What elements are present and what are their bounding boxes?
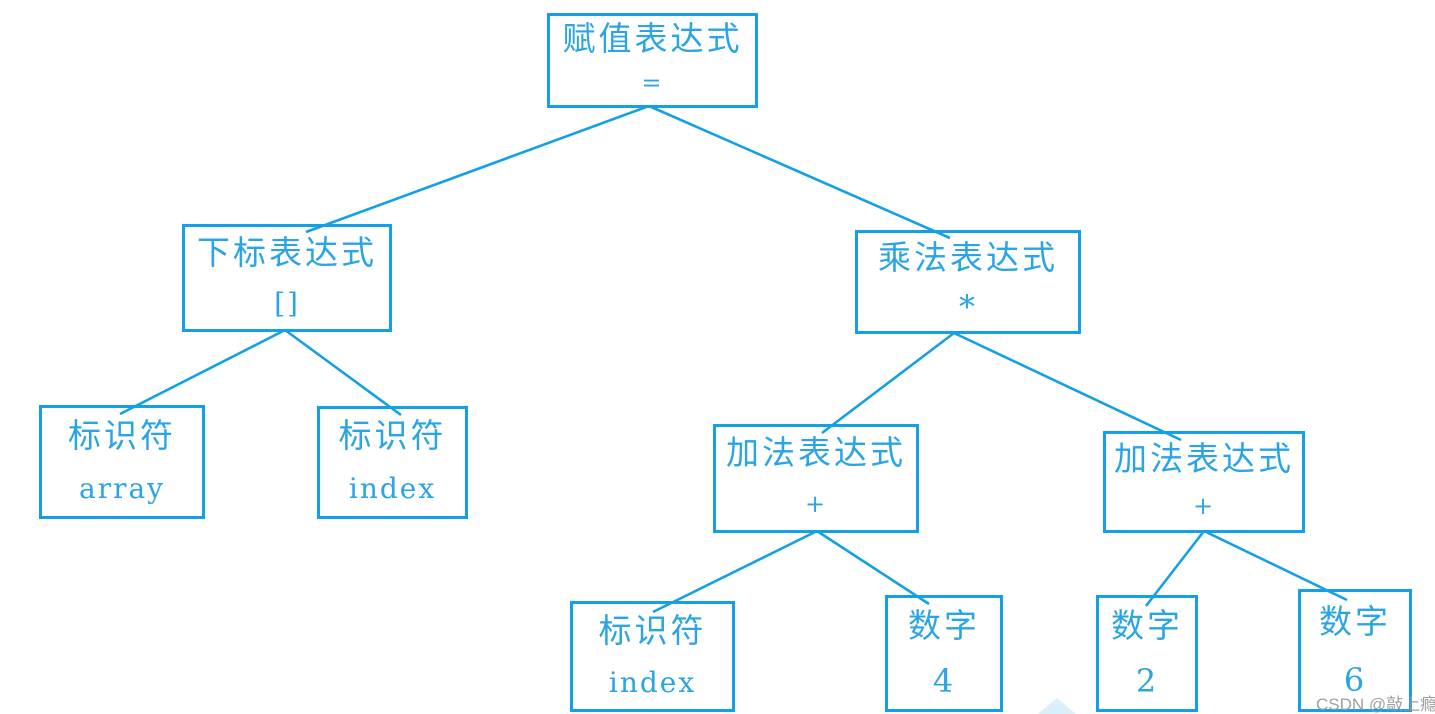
node-identifier-array: 标识符 array bbox=[39, 405, 205, 519]
node-number-4: 数字 4 bbox=[885, 595, 1003, 712]
node-label: 标识符 bbox=[68, 415, 176, 455]
node-symbol: = bbox=[641, 68, 664, 97]
node-label: 赋值表达式 bbox=[562, 18, 743, 58]
node-add-expr-left: 加法表达式 + bbox=[713, 424, 919, 533]
node-symbol: 6 bbox=[1343, 660, 1367, 699]
watermark-logo-triangle bbox=[1038, 698, 1076, 714]
node-label: 加法表达式 bbox=[726, 433, 906, 473]
node-label: 数字 bbox=[1319, 601, 1391, 641]
node-label: 标识符 bbox=[338, 416, 447, 456]
node-identifier-index: 标识符 index bbox=[317, 406, 468, 519]
node-symbol: index bbox=[348, 472, 437, 506]
node-symbol: array bbox=[79, 472, 165, 505]
node-label: 标识符 bbox=[598, 610, 707, 650]
node-symbol: [] bbox=[274, 286, 300, 320]
node-symbol: index bbox=[608, 665, 697, 699]
node-label: 乘法表达式 bbox=[878, 238, 1058, 277]
node-assignment-expr: 赋值表达式 = bbox=[547, 13, 758, 108]
node-symbol: 2 bbox=[1135, 662, 1159, 701]
edge-addleft-index2 bbox=[652, 529, 818, 614]
node-label: 数字 bbox=[908, 606, 980, 646]
node-identifier-index-2: 标识符 index bbox=[570, 601, 735, 712]
node-symbol: + bbox=[1192, 492, 1216, 520]
node-number-6: 数字 6 bbox=[1298, 589, 1412, 712]
node-symbol: 4 bbox=[932, 662, 956, 701]
edge-root-subscript bbox=[305, 104, 650, 234]
node-add-expr-right: 加法表达式 + bbox=[1103, 431, 1305, 533]
edge-multiply-addright bbox=[953, 331, 1182, 442]
edge-subscript-index bbox=[284, 328, 402, 417]
node-multiply-expr: 乘法表达式 * bbox=[855, 230, 1081, 334]
node-number-2: 数字 2 bbox=[1096, 595, 1198, 712]
edge-addleft-num4 bbox=[816, 529, 930, 606]
node-label: 数字 bbox=[1111, 606, 1183, 646]
edge-root-multiply bbox=[648, 104, 951, 240]
node-symbol: * bbox=[959, 287, 977, 326]
watermark-text: CSDN @敲上瘾 bbox=[1316, 695, 1435, 714]
edge-multiply-addleft bbox=[821, 331, 955, 435]
node-label: 下标表达式 bbox=[197, 233, 377, 272]
node-subscript-expr: 下标表达式 [] bbox=[182, 224, 392, 332]
edge-subscript-array bbox=[119, 328, 286, 416]
node-label: 加法表达式 bbox=[1114, 438, 1294, 478]
node-symbol: + bbox=[804, 490, 828, 519]
